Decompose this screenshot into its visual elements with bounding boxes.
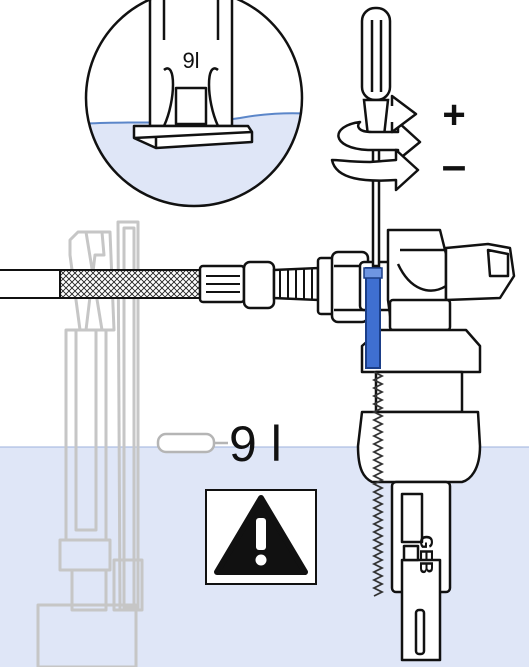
warning-triangle-icon	[205, 489, 317, 585]
magnified-inset: 9l	[84, 0, 304, 208]
level-indicator: 9 l	[156, 416, 282, 472]
capacity-label: 9 l	[229, 416, 282, 472]
increase-sign: +	[442, 93, 465, 137]
screwdriver-icon	[360, 6, 392, 268]
level-clip-magnified	[132, 0, 254, 150]
level-clip	[156, 432, 216, 454]
float-spring	[371, 371, 385, 597]
decrease-sign: –	[442, 141, 466, 190]
rotate-arrows-icon	[330, 94, 422, 192]
ghost-flush-valve	[36, 220, 144, 667]
brand-mark: GEB	[416, 535, 436, 574]
inset-capacity-mark: 9l	[182, 48, 199, 73]
adjustment-rod	[363, 267, 385, 597]
supply-hose	[0, 260, 320, 310]
